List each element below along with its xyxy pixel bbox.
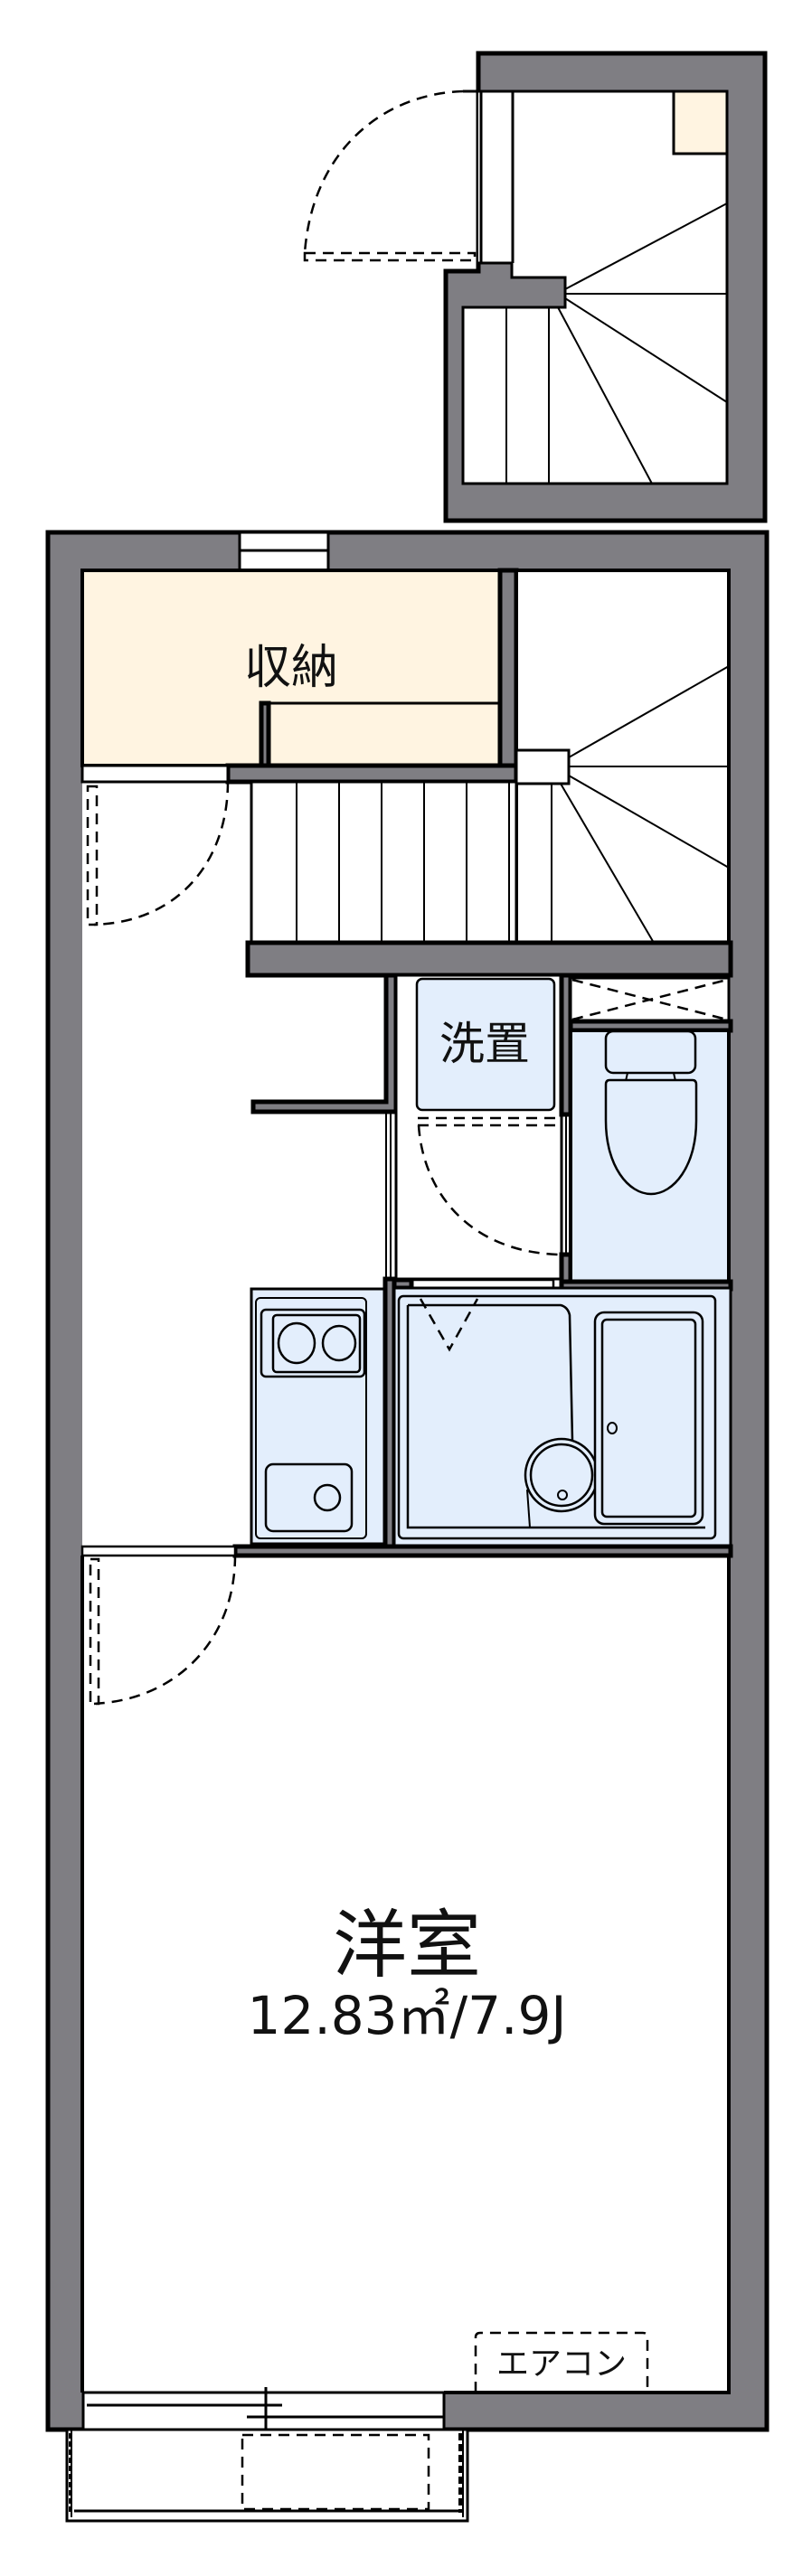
stair-landing-post: [515, 748, 571, 785]
room-door-swing: [93, 1555, 237, 1706]
burner-left-icon: [277, 1321, 316, 1365]
overhead-cabinet: [569, 976, 731, 1023]
room-door[interactable]: [89, 1555, 237, 1706]
room-door-leaf: [89, 1557, 100, 1706]
room-door-frame: [80, 1545, 237, 1557]
burner-right-icon: [321, 1324, 357, 1362]
upper-stairs: [505, 202, 728, 484]
upper-door-swing: [303, 89, 464, 254]
balcony: [65, 2428, 469, 2523]
sink-drain-icon: [313, 1483, 342, 1512]
toilet-door[interactable]: [416, 1116, 560, 1256]
main-floor-block: 収納: [45, 530, 770, 2437]
washroom: 洗置: [394, 973, 563, 1281]
aircon-label: エアコン: [496, 2346, 627, 2383]
top-window: [238, 531, 330, 572]
toilet-bowl: [604, 1078, 698, 1196]
bathroom: [392, 1286, 732, 1547]
entry-door-swing: [93, 781, 230, 926]
toilet-door-swing: [417, 1124, 560, 1256]
main-stairs: [250, 665, 730, 945]
outdoor-unit-space: [241, 2433, 430, 2511]
toilet-room: [569, 1029, 731, 1283]
kitchen-counter: [250, 1287, 387, 1546]
upper-storage-corner: [672, 89, 729, 155]
washer-space: [415, 977, 556, 1112]
storage-label: 収納: [244, 641, 338, 695]
entry-door[interactable]: [86, 781, 230, 926]
upper-floor-block: [303, 51, 768, 523]
main-room-label: 洋室: [333, 1903, 481, 1988]
main-room-area: 12.83㎡/7.9J: [248, 1985, 567, 2046]
entry-door-frame: [80, 764, 230, 784]
upper-stair-room: [463, 307, 727, 484]
storage-room: 収納: [80, 569, 502, 768]
bath-door-fold: [419, 1298, 479, 1352]
entry-door-leaf: [86, 785, 99, 926]
upper-door[interactable]: [303, 89, 478, 262]
toilet-tank: [604, 1029, 697, 1075]
upper-door-leaf: [303, 251, 477, 262]
aircon-unit: エアコン: [474, 2331, 649, 2393]
kitchen-sink: [264, 1462, 354, 1533]
washer-label: 洗置: [439, 1018, 530, 1070]
